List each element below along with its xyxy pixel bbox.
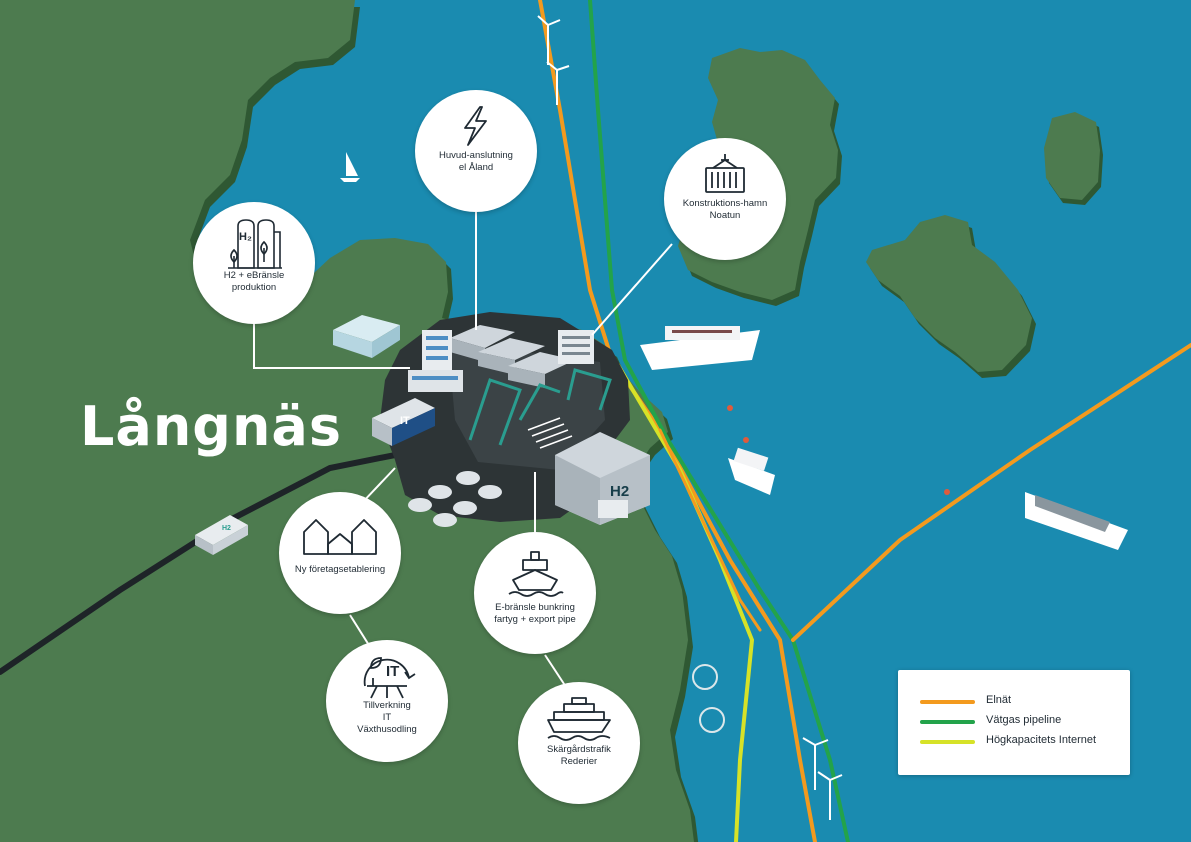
islet-east (1044, 112, 1103, 205)
legend-swatch (920, 740, 975, 744)
h2-factory-sign: H2 (610, 483, 629, 500)
port-building (558, 330, 594, 364)
node-label: E-bränsle bunkring fartyg + export pipe (494, 602, 576, 625)
container-crane-icon (705, 154, 745, 193)
legend: Elnät Vätgas pipeline Högkapacitets Inte… (898, 670, 1130, 775)
ship-icon (508, 551, 564, 597)
fish-farms (692, 664, 725, 733)
node-label: Tillverkning IT Växthusodling (357, 700, 417, 735)
water-treatment-tanks (408, 471, 502, 527)
ferry-icon (547, 697, 611, 741)
island-east (866, 215, 1036, 378)
sailboat (340, 152, 360, 182)
it-building: IT (372, 398, 435, 446)
place-name: Långnäs (80, 395, 342, 458)
it-greenhouse-icon: IT (363, 657, 416, 699)
legend-label: Elnät (986, 694, 1012, 706)
lightning-icon (464, 106, 487, 146)
office-tower (408, 330, 463, 392)
connector-port (591, 243, 673, 336)
h2-factory: H2 (555, 432, 650, 525)
hydrogen-line (588, 0, 850, 842)
node-label: Huvud-anslutning el Åland (439, 150, 513, 173)
wind-turbines (537, 15, 843, 820)
h2-tank-icon: H₂ (228, 219, 282, 269)
node-main-power-connection[interactable]: Huvud-anslutning el Åland (415, 90, 537, 212)
h2-truck: H2 (195, 515, 248, 555)
legend-swatch (920, 700, 975, 704)
cruise-ship (640, 326, 760, 370)
houses-icon (303, 519, 377, 555)
node-efuel-bunkering[interactable]: E-bränsle bunkring fartyg + export pipe (474, 532, 596, 654)
node-label: H2 + eBränsle produktion (223, 270, 285, 293)
node-construction-port[interactable]: Konstruktions-hamn Noatun (664, 138, 786, 260)
cranes (468, 368, 612, 446)
parking-lot (527, 417, 573, 449)
svg-text:H₂: H₂ (239, 231, 252, 243)
legend-label: Vätgas pipeline (986, 714, 1062, 726)
connector-h2 (253, 322, 410, 369)
node-h2-efuel-production[interactable]: H₂ H2 + eBränsle produktion (193, 202, 315, 324)
grid-line-east (791, 343, 1191, 642)
grid-line-branch (658, 428, 762, 632)
h2-truck-sign: H2 (222, 525, 231, 532)
legend-label: Högkapacitets Internet (986, 734, 1097, 746)
ferry-ship (728, 447, 775, 495)
node-manufacturing-it-greenhouse[interactable]: IT Tillverkning IT Växthusodling (326, 640, 448, 762)
legend-swatch (920, 720, 975, 724)
svg-text:IT: IT (386, 663, 399, 680)
node-new-business-establishment[interactable]: Ny företagsetablering (279, 492, 401, 614)
cargo-ship (1025, 492, 1128, 550)
it-building-sign: IT (400, 415, 410, 427)
node-label: Konstruktions-hamn Noatun (682, 198, 768, 221)
greenhouse (333, 315, 400, 358)
node-archipelago-traffic[interactable]: Skärgårdstrafik Rederier (518, 682, 640, 804)
node-label: Ny företagsetablering (294, 564, 386, 575)
node-label: Skärgårdstrafik Rederier (547, 744, 611, 767)
buoys (727, 405, 950, 495)
cable-lines (538, 0, 1191, 842)
